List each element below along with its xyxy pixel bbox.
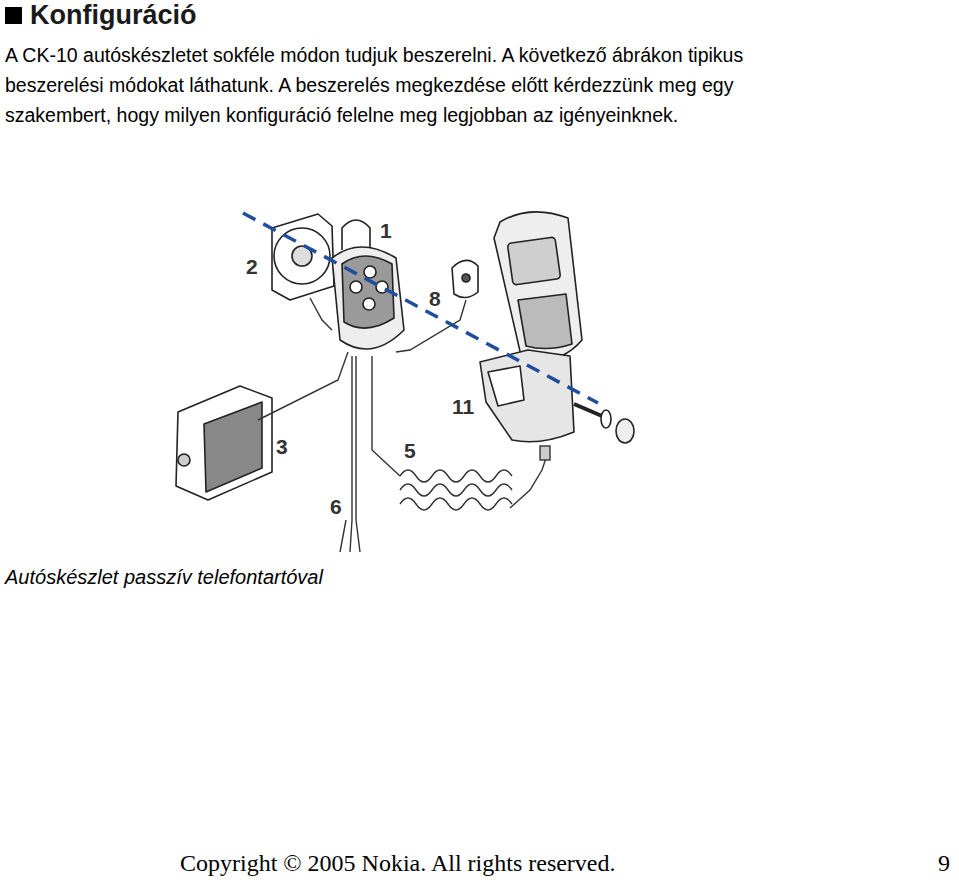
handsfree-unit-hook	[342, 220, 370, 250]
cover-cap	[616, 419, 634, 443]
unit-button	[364, 266, 376, 278]
speaker-knob	[178, 454, 190, 466]
speaker-cable	[258, 352, 348, 420]
screw-head	[601, 410, 611, 428]
phone-holder	[480, 350, 574, 442]
microphone-grille	[462, 274, 470, 282]
phone-keypad	[518, 294, 572, 349]
mobile-phone	[494, 212, 582, 361]
phone-plug	[540, 446, 550, 460]
copyright-footer: Copyright © 2005 Nokia. All rights reser…	[180, 850, 616, 877]
callout-number: 8	[427, 288, 443, 310]
callout-number: 1	[378, 220, 394, 242]
speaker-box	[176, 386, 272, 500]
holder-arm	[488, 366, 524, 406]
unit-button	[350, 281, 362, 293]
coiled-cable	[400, 470, 512, 510]
figure-caption: Autóskészlet passzív telefontartóval	[5, 566, 505, 589]
intro-paragraph: A CK-10 autóskészletet sokféle módon tud…	[5, 40, 805, 130]
section-heading: Konfiguráció	[30, 0, 197, 31]
phone-cable-5	[372, 356, 400, 476]
handsfree-unit-face	[342, 256, 394, 328]
heading-bullet	[5, 7, 22, 24]
handsfree-unit	[332, 247, 404, 349]
mounting-axis	[243, 213, 598, 403]
speaker-cable	[310, 298, 332, 330]
phone-screen	[507, 237, 560, 285]
loudspeaker-cone	[274, 228, 330, 284]
screw	[574, 404, 602, 416]
speaker-grille	[204, 402, 262, 492]
callout-number: 3	[274, 436, 290, 458]
microphone	[452, 260, 478, 297]
callout-number: 2	[244, 256, 260, 278]
power-cable-6	[340, 356, 360, 552]
callout-number: 5	[402, 440, 418, 462]
phone-plug-cable	[510, 458, 546, 508]
page-number: 9	[938, 850, 950, 877]
callout-number: 6	[328, 496, 344, 518]
unit-button	[363, 298, 375, 310]
callout-number: 11	[450, 396, 476, 418]
